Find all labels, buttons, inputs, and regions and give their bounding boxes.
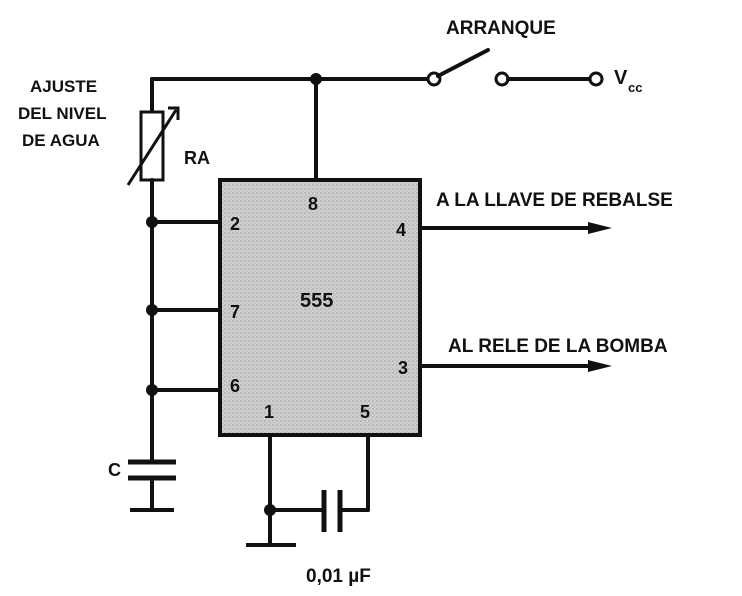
vcc-label: V <box>614 67 628 89</box>
llave-rebalse-label: A LA LLAVE DE REBALSE <box>436 190 673 211</box>
pin-4-label: 4 <box>396 220 406 240</box>
pin-8-label: 8 <box>308 194 318 214</box>
ic-555-label: 555 <box>300 290 333 312</box>
ajuste-label-line1: AJUSTE <box>30 77 97 96</box>
pin-3-label: 3 <box>398 358 408 378</box>
arranque-label: ARRANQUE <box>446 18 556 39</box>
ic-555-body <box>218 178 422 437</box>
vcc-subscript: cc <box>628 80 642 95</box>
start-switch <box>426 48 604 87</box>
rele-bomba-label: AL RELE DE LA BOMBA <box>448 336 668 357</box>
capacitor-c-label: C <box>108 460 121 480</box>
ajuste-label-line2: DEL NIVEL <box>18 104 106 123</box>
capacitor-c <box>128 459 176 512</box>
pin-5-label: 5 <box>360 402 370 422</box>
pin-6-label: 6 <box>230 376 240 396</box>
pin-7-label: 7 <box>230 302 240 322</box>
arrow-right-icon <box>588 360 612 372</box>
capacitor-value-label: 0,01 µF <box>306 566 371 587</box>
ra-label: RA <box>184 148 210 168</box>
capacitor-0-01uf <box>268 433 370 532</box>
junction-dot <box>310 73 322 85</box>
variable-resistor-ra <box>126 106 180 186</box>
ajuste-label-line3: DE AGUA <box>22 131 100 150</box>
pin-1-label: 1 <box>264 402 274 422</box>
pin-2-label: 2 <box>230 214 240 234</box>
arrow-right-icon <box>588 222 612 234</box>
